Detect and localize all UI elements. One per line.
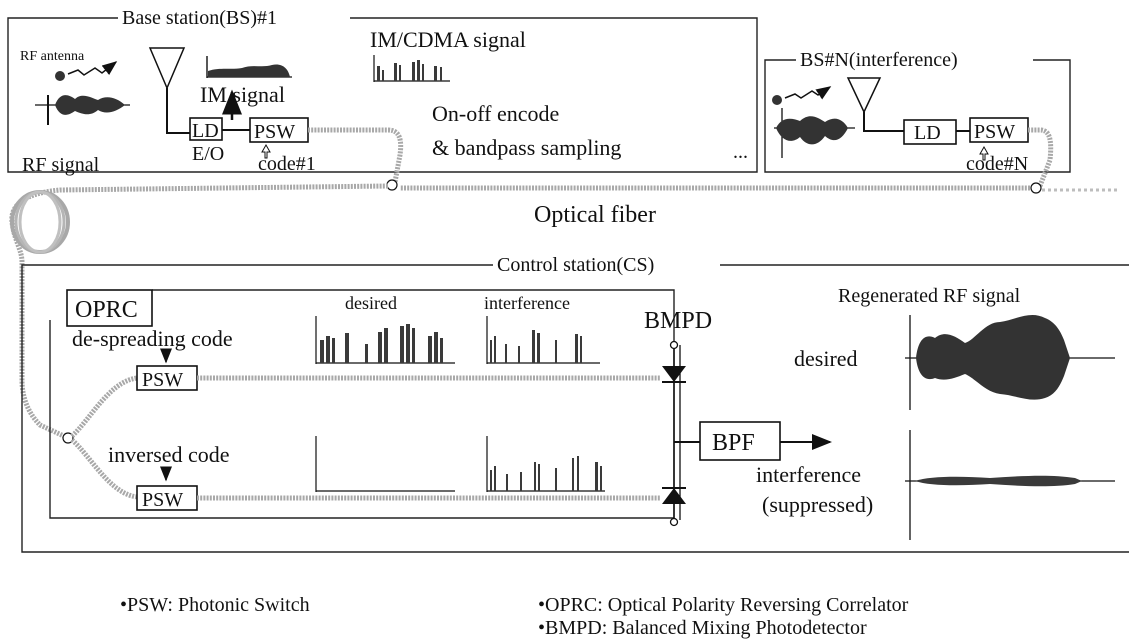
code1-label: code#1 <box>258 153 316 175</box>
psw-bs1-label: PSW <box>254 121 295 143</box>
inversed-label: inversed code <box>108 442 230 467</box>
suppressed-rf-waveform-icon <box>905 430 1115 540</box>
bmpd-photodetector-icon <box>662 340 700 527</box>
bs1-frame <box>7 17 758 173</box>
ld-label: LD <box>192 120 219 142</box>
out-desired-label: desired <box>794 346 858 371</box>
coden-label: code#N <box>966 153 1028 175</box>
bmpd-label: BMPD <box>644 308 712 334</box>
despreading-label: de-spreading code <box>72 326 233 351</box>
desired-pulse-label: desired <box>345 293 397 313</box>
imcdma-label: IM/CDMA signal <box>370 27 526 52</box>
legend-psw: •PSW: Photonic Switch <box>120 594 310 616</box>
legend-bmpd: •BMPD: Balanced Mixing Photodetector <box>538 617 867 639</box>
cs-title: Control station(CS) <box>497 254 654 276</box>
rf-signal-label: RF signal <box>22 154 100 176</box>
legend-oprc: •OPRC: Optical Polarity Reversing Correl… <box>538 594 909 616</box>
interference-pulse-label: interference <box>484 293 570 313</box>
bsn-rf-signal-icon <box>772 86 855 158</box>
imcdma-signal-icon <box>373 55 450 82</box>
oprc-label: OPRC <box>75 297 138 323</box>
cancelled-pulse-axes <box>315 436 455 492</box>
optical-fiber-lines <box>9 127 1120 441</box>
regenerated-title: Regenerated RF signal <box>838 285 1021 307</box>
bsn-frame <box>764 59 1071 173</box>
out-suppressed-label: (suppressed) <box>762 492 873 517</box>
control-station: Control station(CS) OPRC de-spreading co… <box>21 254 1129 553</box>
psw-cs-bottom-label: PSW <box>142 489 183 511</box>
base-station-n: BS#N(interference) ... LD PSW code#N <box>733 49 1071 175</box>
bsn-title: BS#N(interference) <box>800 49 958 71</box>
optical-fiber-label: Optical fiber <box>534 202 656 228</box>
code-up-arrow-icon <box>261 143 271 159</box>
bpf-label: BPF <box>712 430 755 456</box>
im-signal-label: IM signal <box>200 82 285 107</box>
desired-rf-waveform-icon <box>905 314 1115 410</box>
encode-line2: & bandpass sampling <box>432 135 621 160</box>
psw-bsn <box>969 117 1029 143</box>
psw-cs-top-label: PSW <box>142 369 183 391</box>
rf-antenna-label: RF antenna <box>20 49 85 64</box>
bpf-box <box>699 421 781 461</box>
out-interference-label: interference <box>756 462 861 487</box>
base-station-1: Base station(BS)#1 RF antenna RF signal … <box>7 7 758 176</box>
bsn-ellipsis: ... <box>733 141 748 163</box>
im-signal-icon <box>206 56 292 78</box>
encode-line1: On-off encode <box>432 101 559 126</box>
code-n-up-arrow-icon <box>979 145 989 161</box>
interference-pulse-icon <box>486 316 600 364</box>
desired-pulse-icon <box>315 316 455 364</box>
rf-antenna-icon <box>148 47 190 134</box>
eo-label: E/O <box>192 143 224 165</box>
bsn-ld-box <box>903 119 957 145</box>
bs1-title: Base station(BS)#1 <box>122 7 277 29</box>
splitter <box>62 432 74 444</box>
psw-cs-top <box>136 365 198 391</box>
cs-frame <box>21 264 1129 553</box>
rf-signal-icon <box>35 61 130 125</box>
oprc-box <box>66 289 153 327</box>
psw-cs-bottom <box>136 485 198 511</box>
psw-bsn-label: PSW <box>974 121 1015 143</box>
interference-pulse-lower-icon <box>486 436 605 492</box>
bsn-antenna-icon <box>846 77 904 132</box>
bsn-ld-label: LD <box>914 122 941 144</box>
